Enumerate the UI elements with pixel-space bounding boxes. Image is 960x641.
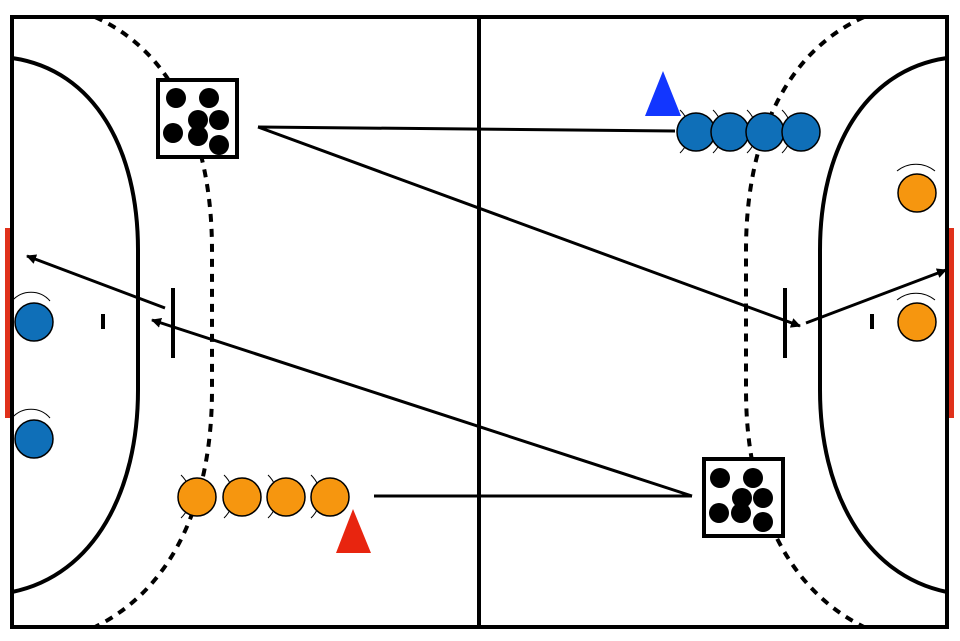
ball (188, 126, 208, 146)
blue-player (14, 302, 54, 342)
blue-queue-right-half (676, 109, 821, 154)
blue-player (745, 112, 785, 152)
ball (743, 468, 763, 488)
left-goal (5, 228, 10, 418)
ball (731, 503, 751, 523)
orange-goalkeeper-bottom (896, 292, 937, 342)
blue-player (781, 112, 821, 152)
blue-cone (645, 71, 681, 116)
orange-player (266, 477, 306, 517)
left-free-throw-line (94, 15, 214, 629)
ball (166, 88, 186, 108)
orange-player (310, 477, 350, 517)
orange-player (897, 302, 937, 342)
orange-goalkeeper-top (896, 163, 937, 213)
right-goal (949, 228, 954, 418)
run-line-bottom-to-left (151, 318, 693, 498)
red-cone (336, 509, 371, 553)
shot-line-left (26, 254, 166, 310)
right-goal-area-line (818, 56, 948, 594)
ball (209, 135, 229, 155)
ball (753, 488, 773, 508)
ball (199, 88, 219, 108)
blue-goalkeeper-top (11, 291, 54, 342)
orange-player (897, 173, 937, 213)
shot-line-right (805, 268, 947, 325)
orange-queue-left-half (177, 474, 350, 519)
right-free-throw-line (744, 15, 865, 629)
blue-player (14, 419, 54, 459)
orange-player (177, 477, 217, 517)
blue-player (676, 112, 716, 152)
blue-player (710, 112, 750, 152)
movement-lines (26, 125, 947, 498)
ball (209, 110, 229, 130)
ball (163, 123, 183, 143)
orange-player (222, 477, 262, 517)
run-line-top-to-right (257, 125, 801, 328)
ball (710, 468, 730, 488)
ball (753, 512, 773, 532)
pass-line-top (257, 125, 676, 133)
blue-goalkeeper-bottom (11, 408, 54, 459)
left-goal-area-line (11, 56, 140, 594)
ball-box-top-left (156, 78, 239, 159)
ball (188, 110, 208, 130)
ball-box-bottom-right (702, 457, 785, 538)
ball (709, 503, 729, 523)
ball (732, 488, 752, 508)
